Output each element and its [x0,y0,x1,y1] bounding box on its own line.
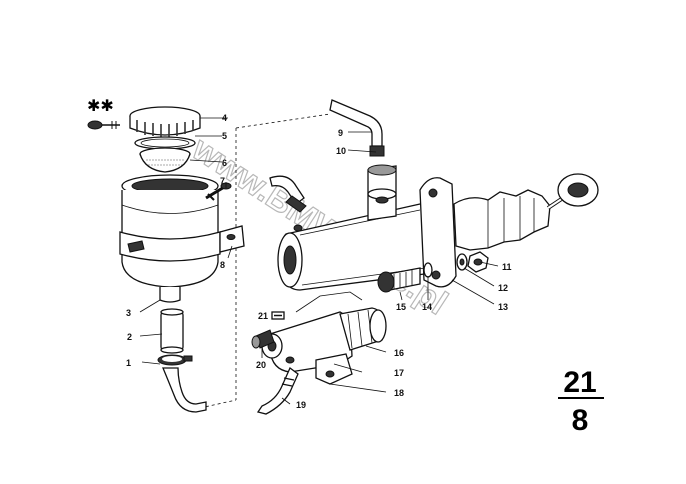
callout-8: 8 [220,260,225,270]
callout-5: 5 [222,131,227,141]
strainer [139,147,191,173]
callout-3: 3 [126,308,131,318]
reservoir-cap [129,106,201,137]
boot-16 [339,307,387,351]
callout-10: 10 [336,146,346,156]
push-rod-eye [546,173,599,210]
callout-1: 1 [126,358,131,368]
group-code: 21 8 [558,366,604,437]
callout-13: 13 [498,302,508,312]
feed-hose [162,367,207,413]
hose-19 [256,366,299,415]
star-symbols: ✱✱ [87,96,120,130]
part-21-symbol [271,311,285,320]
callout-2: 2 [127,332,132,342]
callout-20: 20 [256,360,266,370]
hose-clamp-1 [157,354,193,366]
leader-lines [139,117,499,405]
inlet-fitting [367,164,397,221]
group-code-top: 21 [563,366,596,399]
flange [419,177,457,288]
bolt-15 [377,267,421,293]
callout-9: 9 [338,128,343,138]
callout-17: 17 [394,368,404,378]
bracket-outline [295,291,363,313]
callout-16: 16 [394,348,404,358]
reservoir-clamp [119,225,245,262]
callout-7: 7 [220,176,225,186]
rubber-boot [453,189,551,251]
hose-2 [160,308,184,354]
svg-text:✱✱: ✱✱ [87,96,114,115]
callout-11: 11 [502,262,512,272]
callout-15: 15 [396,302,406,312]
connector-hose-upper [269,175,307,213]
callout-21: 21 [258,311,268,321]
callout-18: 18 [394,388,404,398]
callout-19: 19 [296,400,306,410]
washer-12 [456,253,468,271]
washer-14 [423,262,433,278]
callout-4: 4 [222,113,227,123]
group-code-bottom: 8 [572,404,589,437]
callout-12: 12 [498,283,508,293]
nut-11 [467,251,489,273]
hose-clamp-10 [369,145,385,157]
bleed-screw-20 [251,329,275,349]
cap-seal-ring [134,136,196,150]
hose-9 [329,99,383,147]
callout-6: 6 [222,158,227,168]
callout-labels: 1 2 3 4 5 6 7 8 9 10 11 12 13 14 15 16 1… [126,113,512,410]
callout-14: 14 [422,302,432,312]
bracket-flange-18 [315,353,353,385]
